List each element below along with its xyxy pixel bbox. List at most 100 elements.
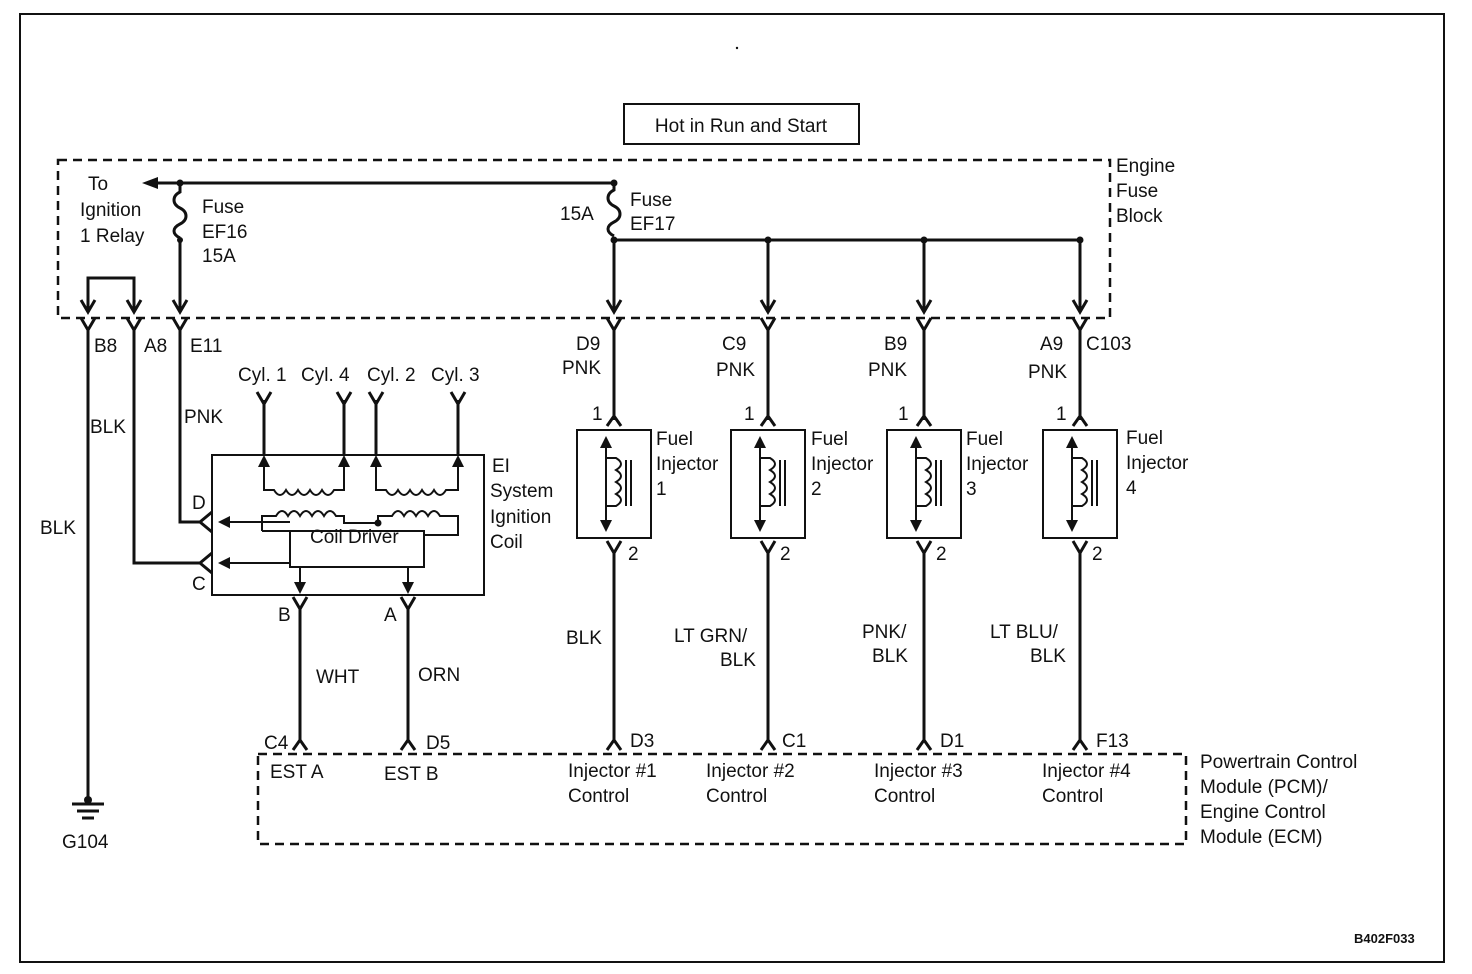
fuse-ef17-label-1: Fuse [630,190,672,211]
cyl-2-label: Cyl. 2 [367,365,416,386]
to-relay-arrow-icon [142,177,158,189]
inj1-pin2: 2 [628,544,639,565]
pcm-name-1: Powertrain Control [1200,752,1357,773]
inj1-wire: BLK [566,628,602,649]
coil-driver-label: Coil Driver [310,527,399,548]
inj2-wire-1: LT GRN/ [674,626,748,647]
fuse-ef17 [606,183,622,244]
connector-c103: C103 [1086,334,1131,355]
inj3-wire-2: BLK [872,646,908,667]
cyl-3-label: Cyl. 3 [431,365,480,386]
inj4-name-2: Injector [1126,453,1189,474]
pin-a8: A8 [144,336,167,357]
wire-wht: WHT [316,667,360,688]
inj3-pin1: 1 [898,404,909,425]
fuel-injector-2-circuit [730,240,806,751]
inj1-name-1: Fuel [656,429,693,450]
inj2-top-wire: PNK [716,360,755,381]
inj3-top-wire: PNK [868,360,907,381]
pcm-est-b: EST B [384,764,439,785]
pcm-pin-d5: D5 [426,733,450,754]
fuel-injector-4-circuit [1042,240,1118,751]
inj4-top-pin: A9 [1040,334,1063,355]
power-source-box: Hot in Run and Start [623,103,860,145]
left-connector-pins [79,317,189,333]
power-source-label: Hot in Run and Start [655,116,828,137]
wire-a8-to-coil-c [132,330,200,565]
pin-e11: E11 [190,336,222,357]
inj1-top-wire: PNK [562,358,601,379]
wire-pnk-e11: PNK [184,407,223,428]
figure-id: B402F033 [1354,931,1415,946]
to-relay-label-2: Ignition [80,200,141,221]
pcm-name-4: Module (ECM) [1200,827,1322,848]
inj3-top-pin: B9 [884,334,907,355]
fuse-ef16 [171,183,189,315]
ground-label: G104 [62,832,109,853]
engine-fuse-block-boundary [56,158,1112,320]
diagram-frame [19,13,1445,963]
wire-orn: ORN [418,665,460,686]
inj1-pcm-label-1: Injector #1 [568,761,657,782]
inj4-pin2: 2 [1092,544,1103,565]
inj4-pin1: 1 [1056,404,1067,425]
fuse-ef16-label-3: 15A [202,246,236,267]
cyl-4-label: Cyl. 4 [301,365,350,386]
inj3-name-2: Injector [966,454,1029,475]
coil-name-3: Ignition [490,507,551,528]
coil-name-1: EI [492,456,510,477]
inj2-name-3: 2 [811,479,822,500]
inj4-wire-2: BLK [1030,646,1066,667]
b8-a8-jumper [79,276,143,315]
wire-blk-ground: BLK [40,518,76,539]
coil-name-2: System [490,481,553,502]
pcm-name-2: Module (PCM)/ [1200,777,1328,798]
pin-b8: B8 [94,336,117,357]
pcm-name-3: Engine Control [1200,802,1326,823]
cyl-1-label: Cyl. 1 [238,365,287,386]
fuel-injector-1-circuit [576,240,652,751]
fuse-block-label-1: Engine [1116,156,1175,177]
coil-pin-d: D [192,493,206,514]
inj3-pcm-label-1: Injector #3 [874,761,963,782]
inj2-wire-2: BLK [720,650,756,671]
wire-blk-a8: BLK [90,417,126,438]
fuse-block-label-3: Block [1116,206,1163,227]
inj2-name-1: Fuel [811,429,848,450]
inj2-pin1: 1 [744,404,755,425]
inj3-pcm-pin: D1 [940,731,964,752]
coil-output-pins [291,596,417,751]
pcm-est-a: EST A [270,762,324,783]
pcm-pin-c4: C4 [264,733,289,754]
inj4-pcm-label-2: Control [1042,786,1103,807]
inj1-top-pin: D9 [576,334,600,355]
to-relay-label-1: To [88,174,108,195]
inj2-name-2: Injector [811,454,874,475]
inj2-pin2: 2 [780,544,791,565]
inj4-wire-1: LT BLU/ [990,622,1059,643]
inj3-pcm-label-2: Control [874,786,935,807]
inj1-name-3: 1 [656,479,667,500]
inj4-pcm-pin: F13 [1096,731,1129,752]
fuse-ef17-label-2: EF17 [630,214,675,235]
fuse-ef16-label-2: EF16 [202,222,247,243]
inj1-pcm-label-2: Control [568,786,629,807]
inj3-pin2: 2 [936,544,947,565]
ignition-coil [197,391,485,596]
inj2-pcm-pin: C1 [782,731,806,752]
inj4-top-wire: PNK [1028,362,1067,383]
inj3-name-1: Fuel [966,429,1003,450]
coil-pin-a: A [384,605,397,626]
inj2-top-pin: C9 [722,334,746,355]
inj4-name-3: 4 [1126,478,1137,499]
wire-e11-to-coil-d [178,330,200,524]
fuse-ef17-amp: 15A [560,204,594,225]
coil-pin-c: C [192,574,206,595]
inj3-name-3: 3 [966,479,977,500]
inj1-pcm-pin: D3 [630,731,654,752]
inj4-name-1: Fuel [1126,428,1163,449]
inj1-name-2: Injector [656,454,719,475]
fuel-injector-3-circuit [886,240,962,751]
inj4-pcm-label-1: Injector #4 [1042,761,1131,782]
inj2-pcm-label-2: Control [706,786,767,807]
